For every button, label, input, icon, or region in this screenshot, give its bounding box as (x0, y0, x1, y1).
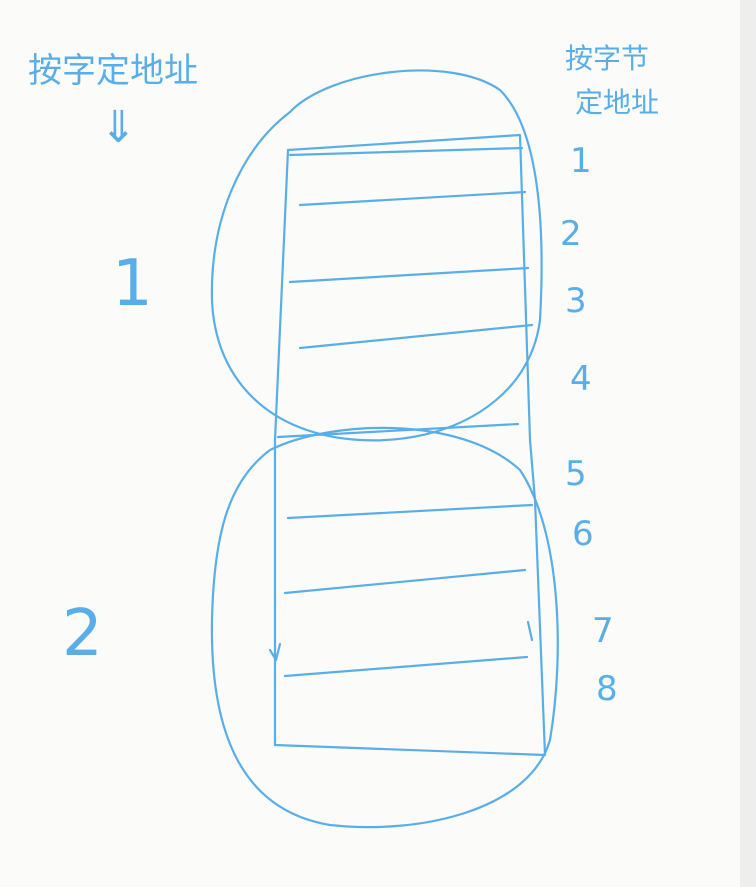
byte-number: 1 (570, 141, 592, 181)
byte-addressing-label-line1: 按字节 (565, 42, 649, 75)
stray-tick (268, 642, 282, 662)
word-1-circle (210, 69, 543, 442)
row-divider (298, 190, 527, 207)
row-divider (288, 146, 524, 157)
memory-column-outline (273, 133, 547, 757)
row-divider (298, 323, 534, 350)
word-addressing-label: 按字定地址 (28, 51, 198, 91)
word-boundary (276, 422, 520, 439)
row-divider (286, 503, 534, 520)
word-2-circle (210, 426, 559, 829)
byte-number: 6 (572, 514, 594, 554)
row-divider (288, 266, 530, 284)
row-divider (283, 655, 529, 678)
byte-number: 4 (570, 359, 592, 399)
word-number-2: 2 (62, 597, 103, 671)
stray-tick (526, 620, 534, 642)
byte-number: 8 (596, 669, 618, 709)
down-arrow-icon: ⇓ (100, 102, 137, 153)
byte-number: 3 (565, 281, 587, 321)
byte-number: 7 (592, 611, 614, 651)
byte-number: 2 (560, 214, 582, 254)
byte-addressing-label-line2: 定地址 (575, 86, 659, 119)
word-number-1: 1 (112, 247, 153, 321)
row-divider (283, 568, 527, 595)
paper-edge (740, 0, 756, 887)
byte-number: 5 (565, 454, 587, 494)
